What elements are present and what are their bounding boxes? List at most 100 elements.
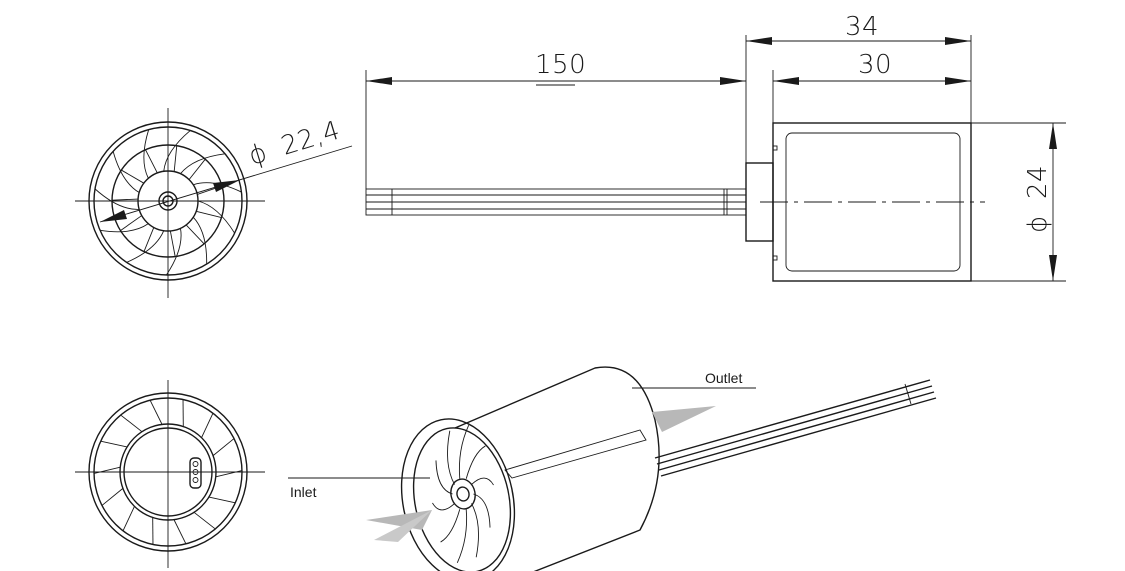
isometric-fan-blade — [440, 509, 461, 543]
outlet-callout: Outlet — [632, 370, 756, 389]
body-diameter-symbol: ϕ — [1023, 215, 1053, 233]
wire-line — [658, 391, 935, 471]
fan-blade — [163, 130, 191, 172]
mount-tab — [772, 145, 778, 151]
stator-vane — [101, 488, 124, 506]
overall-length-dimension: 34 — [746, 12, 972, 123]
fan-blade-edge — [121, 169, 145, 184]
fan-blade — [112, 151, 140, 193]
wire-length-dimension: 150 — [365, 35, 747, 189]
isometric-fan-blade — [458, 425, 470, 479]
fan-blade — [197, 200, 236, 234]
rear-outer-circle — [88, 392, 248, 552]
stator-vanes — [93, 399, 243, 545]
stator-vane — [215, 470, 243, 478]
rear-view — [75, 380, 265, 568]
inner-duct-circle — [93, 126, 243, 276]
fan-blade-edge — [173, 145, 178, 172]
isometric-fan-blade — [465, 445, 486, 479]
overall-length-label: 34 — [845, 12, 879, 42]
shaft-inner-circle — [162, 195, 174, 207]
isometric-fan-blade — [473, 493, 491, 528]
inlet-flow-arrow — [366, 510, 432, 530]
fan-blade — [180, 153, 226, 174]
rear-inner-circle — [93, 397, 243, 547]
outlet-label: Outlet — [705, 370, 742, 386]
fan-blade-edge — [145, 149, 158, 174]
dimension-arrowhead — [1049, 123, 1057, 149]
dimension-arrowhead — [746, 37, 772, 45]
leader-arrowhead-lower — [100, 210, 127, 222]
front-duct-outer — [400, 418, 516, 571]
shaft-outer-circle — [158, 191, 178, 211]
stator-vane — [201, 413, 214, 438]
isometric-fan-blade — [435, 460, 453, 495]
stator-vane — [93, 466, 121, 474]
isometric-hub — [450, 478, 476, 510]
duct-diameter-label: 22,4 — [278, 116, 344, 162]
inlet-callout: Inlet — [288, 477, 430, 500]
isometric-view — [366, 366, 937, 571]
isometric-fan-blade — [471, 477, 494, 486]
stator-vane — [208, 496, 236, 504]
fan-blade-edge — [120, 215, 143, 231]
wire-length-label: 150 — [535, 50, 586, 80]
rear-cap-inner-circle — [123, 427, 213, 517]
motor-cylinder-outline — [454, 366, 660, 571]
stator-vane — [120, 414, 143, 433]
blade-root-circle — [111, 144, 225, 258]
leader-arrowhead-upper — [213, 180, 240, 192]
fan-blade-edge — [169, 230, 176, 257]
front-duct-inner — [412, 427, 512, 571]
isometric-fan-blade — [432, 502, 455, 511]
wire-line — [656, 385, 933, 465]
wire-line — [654, 379, 931, 459]
dimension-arrowhead — [773, 77, 799, 85]
fan-blade-edge — [196, 210, 222, 218]
isometric-fan-blade — [456, 509, 468, 563]
stator-vane — [100, 440, 128, 448]
fan-blade-edge — [143, 227, 155, 252]
duct-diameter-symbol: ϕ — [245, 138, 271, 172]
isometric-shaft — [456, 486, 470, 502]
dimension-arrowhead — [945, 37, 971, 45]
rear-cap-circle — [119, 423, 217, 521]
stator-vane — [149, 399, 163, 425]
fan-blade — [192, 216, 208, 265]
body-length-label: 30 — [858, 50, 892, 80]
dimension-arrowhead — [720, 77, 746, 85]
outlet-flow-arrow — [652, 406, 716, 432]
stator-vane — [122, 506, 135, 531]
wire-terminal — [192, 469, 199, 475]
isometric-fan-blade — [447, 430, 455, 485]
fan-blade — [99, 223, 149, 233]
fan-blade — [94, 188, 140, 210]
fan-blade-edge — [111, 198, 139, 201]
fan-blade-edge — [188, 158, 206, 180]
wire-terminal-block — [189, 457, 202, 489]
fan-blade-edge — [185, 224, 205, 245]
isometric-fan-blade — [471, 503, 479, 558]
body-diameter-dimension: ϕ 24 — [971, 122, 1066, 282]
fan-blade — [143, 129, 150, 179]
inlet-label: Inlet — [290, 484, 317, 500]
body-diameter-label: 24 — [1023, 165, 1053, 199]
wire-line — [660, 397, 937, 477]
isometric-fan-blades — [432, 425, 494, 563]
dimension-arrowhead — [366, 77, 392, 85]
body-length-dimension: 30 — [772, 50, 971, 123]
stator-vane — [193, 511, 216, 530]
mount-tab — [772, 255, 778, 261]
outer-duct-circle — [88, 121, 248, 281]
wire-terminal — [192, 477, 199, 483]
stator-vane — [212, 438, 235, 456]
dimension-arrowhead — [1049, 255, 1057, 281]
wire-strip-edge — [904, 383, 912, 405]
wire-terminal — [192, 461, 199, 467]
stator-vane — [173, 519, 187, 545]
dimension-arrowhead — [945, 77, 971, 85]
motor-label-panel — [504, 429, 647, 479]
side-view — [365, 122, 985, 282]
inlet-flow-arrow-shadow — [374, 510, 432, 542]
front-view — [75, 108, 265, 298]
